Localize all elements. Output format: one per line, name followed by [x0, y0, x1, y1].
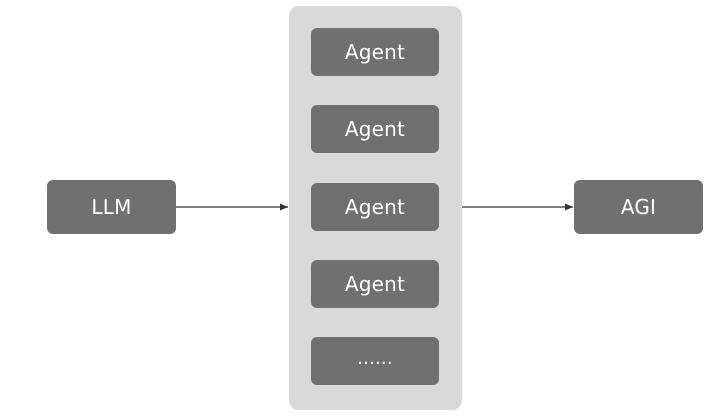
agent-node-2: Agent: [311, 105, 439, 153]
agent-node-3: Agent: [311, 183, 439, 231]
ellipsis-node: ......: [311, 337, 439, 385]
agi-node-label: AGI: [620, 195, 657, 219]
agent-node-2-label: Agent: [344, 117, 406, 141]
agent-node-3-label: Agent: [344, 195, 406, 219]
llm-node: LLM: [47, 180, 176, 234]
agent-node-1: Agent: [311, 28, 439, 76]
agent-node-4: Agent: [311, 260, 439, 308]
agent-node-1-label: Agent: [344, 40, 406, 64]
agi-node: AGI: [574, 180, 703, 234]
ellipsis-node-label: ......: [357, 347, 393, 369]
llm-node-label: LLM: [91, 195, 132, 219]
agent-node-4-label: Agent: [344, 272, 406, 296]
